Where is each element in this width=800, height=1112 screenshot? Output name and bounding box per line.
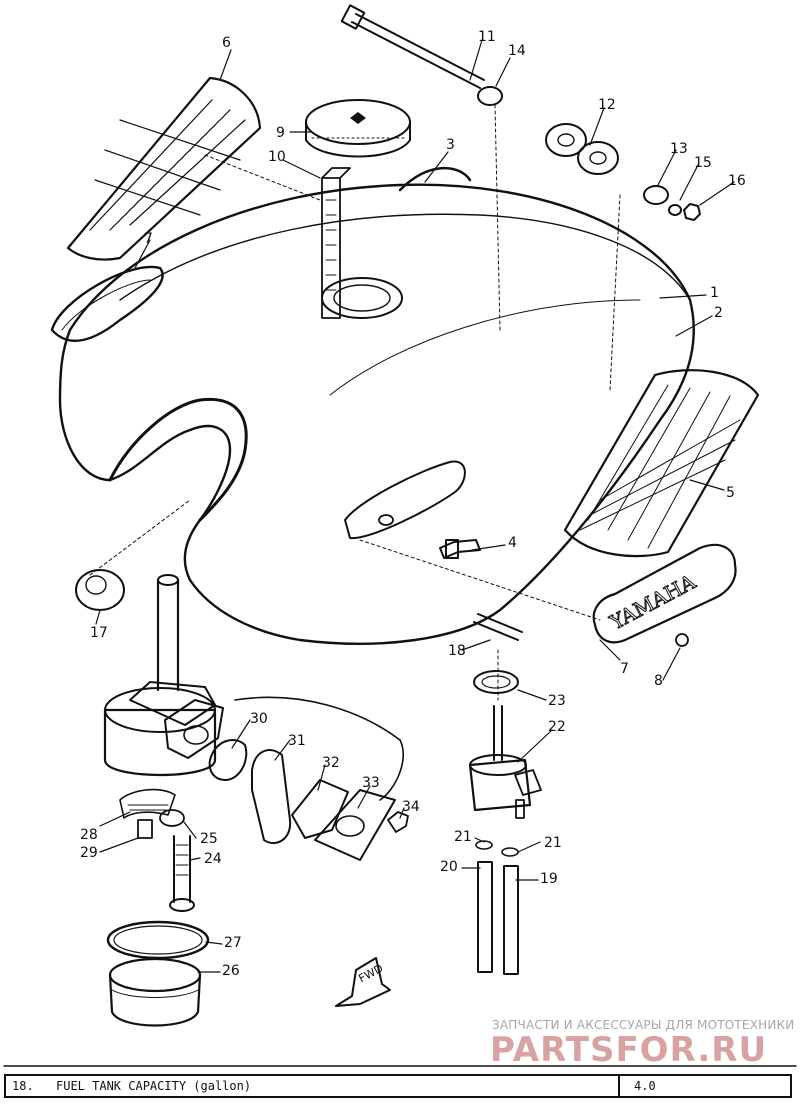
fuel-cap	[305, 99, 411, 158]
callout-30: 30	[250, 711, 268, 727]
fuel-hoses	[475, 840, 519, 975]
callout-27: 27	[224, 935, 242, 951]
spec-item-number: 18.	[12, 1079, 34, 1093]
callout-29: 29	[80, 845, 98, 861]
fuel-level-gauge	[321, 167, 351, 319]
callout-1: 1	[710, 285, 719, 301]
spec-label: FUEL TANK CAPACITY (gallon)	[56, 1079, 252, 1093]
yamaha-emblem: YAMAHA	[592, 543, 737, 647]
callout-32: 32	[322, 755, 340, 771]
rubber-damper-set	[545, 123, 701, 221]
callout-9: 9	[276, 125, 285, 141]
filler-neck	[321, 277, 403, 319]
sediment-pipe	[169, 835, 195, 912]
callout-3: 3	[446, 137, 455, 153]
watermark-caption: ЗАПЧАСТИ И АКСЕССУАРЫ ДЛЯ МОТОТЕХНИКИ	[492, 1018, 795, 1032]
cock-lever-parts	[208, 696, 409, 861]
callout-18: 18	[448, 643, 466, 659]
callout-20: 20	[440, 859, 458, 875]
callout-5: 5	[726, 485, 735, 501]
tank-side-badge-mount	[344, 460, 481, 559]
callout-6: 6	[222, 35, 231, 51]
watermark-brand: PARTSFOR.RU	[490, 1030, 768, 1070]
emblem-text: YAMAHA	[605, 569, 700, 635]
callout-11: 11	[478, 29, 496, 45]
fuel-pipe	[473, 613, 523, 694]
knee-grip-right	[563, 369, 760, 558]
tank-rubber-strip-left	[50, 265, 164, 343]
callout-16: 16	[728, 173, 746, 189]
fuel-tank-body	[58, 166, 695, 645]
o-ring-seal	[106, 920, 210, 960]
callout-26: 26	[222, 963, 240, 979]
callout-34: 34	[402, 799, 420, 815]
callout-31: 31	[288, 733, 306, 749]
sediment-bowl	[108, 957, 202, 1027]
callout-23: 23	[548, 693, 566, 709]
callout-14: 14	[508, 43, 526, 59]
callout-8: 8	[654, 673, 663, 689]
forward-direction-arrow	[335, 957, 391, 1007]
callout-15: 15	[694, 155, 712, 171]
fuel-strainer	[119, 788, 185, 839]
callout-7-right: 7	[620, 661, 629, 677]
callout-4: 4	[508, 535, 517, 551]
fuel-cock-right	[468, 705, 542, 819]
spec-footer-row: 18. FUEL TANK CAPACITY (gallon) 4.0	[4, 1074, 792, 1098]
callout-leaders	[95, 39, 735, 973]
callout-10: 10	[268, 149, 286, 165]
fuel-cock-assembly	[103, 574, 224, 777]
long-bolt	[340, 4, 503, 106]
callout-28: 28	[80, 827, 98, 843]
callout-25: 25	[200, 831, 218, 847]
callout-22: 22	[548, 719, 566, 735]
callout-24: 24	[204, 851, 222, 867]
leader-lines	[89, 104, 621, 701]
callout-7-left: 7	[144, 231, 153, 247]
callout-21-right: 21	[544, 835, 562, 851]
callout-33: 33	[362, 775, 380, 791]
callout-12: 12	[598, 97, 616, 113]
callout-13: 13	[670, 141, 688, 157]
callout-2: 2	[714, 305, 723, 321]
tank-mount-damper	[75, 569, 125, 611]
callout-21-left: 21	[454, 829, 472, 845]
callout-19: 19	[540, 871, 558, 887]
spec-value: 4.0	[618, 1076, 790, 1096]
callout-17: 17	[90, 625, 108, 641]
knee-grip-left	[66, 76, 262, 261]
